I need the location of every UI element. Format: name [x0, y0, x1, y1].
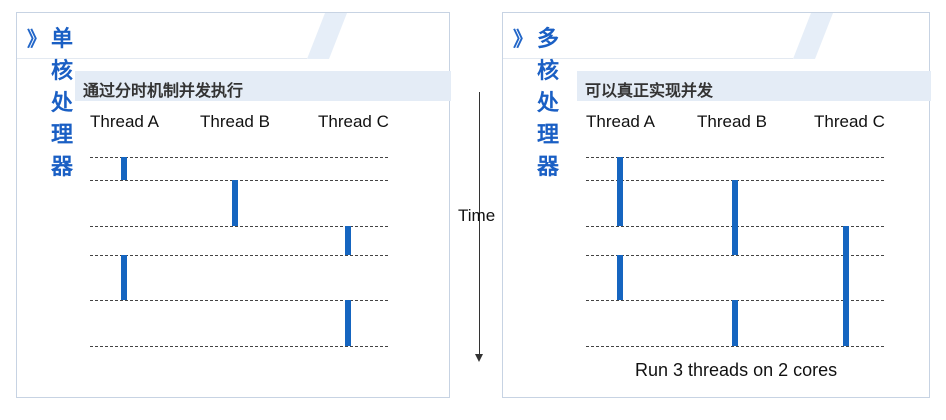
double-chevron-icon: 》	[27, 29, 47, 51]
timeline-divider	[90, 300, 388, 301]
panel-subtitle: 通过分时机制并发执行	[83, 81, 244, 100]
header-banner-shape	[503, 13, 833, 59]
thread-b-execution-bar	[232, 180, 238, 226]
panel-title: 多核处理器	[537, 27, 561, 180]
thread-b-execution-bar	[732, 300, 738, 346]
subtitle-bar: 通过分时机制并发执行	[75, 71, 451, 101]
thread-a-label: Thread A	[90, 112, 159, 131]
thread-b-label: Thread B	[697, 112, 767, 131]
thread-c-execution-bar	[843, 226, 849, 346]
thread-c-execution-bar	[345, 226, 351, 255]
panel-title: 单核处理器	[51, 27, 75, 180]
double-chevron-icon: 》	[513, 29, 533, 51]
timeline-divider	[586, 346, 884, 347]
arrow-down-icon	[475, 354, 483, 362]
panel-subtitle: 可以真正实现并发	[585, 81, 714, 100]
thread-a-execution-bar	[121, 157, 127, 180]
timeline-divider	[90, 157, 388, 158]
timeline-divider	[90, 346, 388, 347]
thread-c-label: Thread C	[318, 112, 389, 131]
thread-c-execution-bar	[345, 300, 351, 346]
thread-b-label: Thread B	[200, 112, 270, 131]
timeline-divider	[90, 226, 388, 227]
thread-a-label: Thread A	[586, 112, 655, 131]
time-axis-label: Time	[458, 206, 496, 225]
subtitle-bar: 可以真正实现并发	[577, 71, 931, 101]
multi-core-panel: 》 多核处理器 可以真正实现并发	[502, 12, 931, 398]
thread-a-execution-bar	[617, 255, 623, 300]
thread-a-execution-bar	[617, 157, 623, 226]
header-banner-shape	[17, 13, 347, 59]
cores-caption: Run 3 threads on 2 cores	[635, 360, 838, 380]
timeline-divider	[586, 157, 884, 158]
thread-a-execution-bar	[121, 255, 127, 300]
timeline-divider	[586, 255, 884, 256]
timeline-divider	[90, 255, 388, 256]
time-axis-line	[479, 92, 480, 356]
thread-b-execution-bar	[732, 180, 738, 255]
timeline-divider	[90, 180, 388, 181]
thread-c-label: Thread C	[814, 112, 885, 131]
single-core-panel: 》 单核处理器 通过分时机制并发执行	[16, 12, 451, 398]
